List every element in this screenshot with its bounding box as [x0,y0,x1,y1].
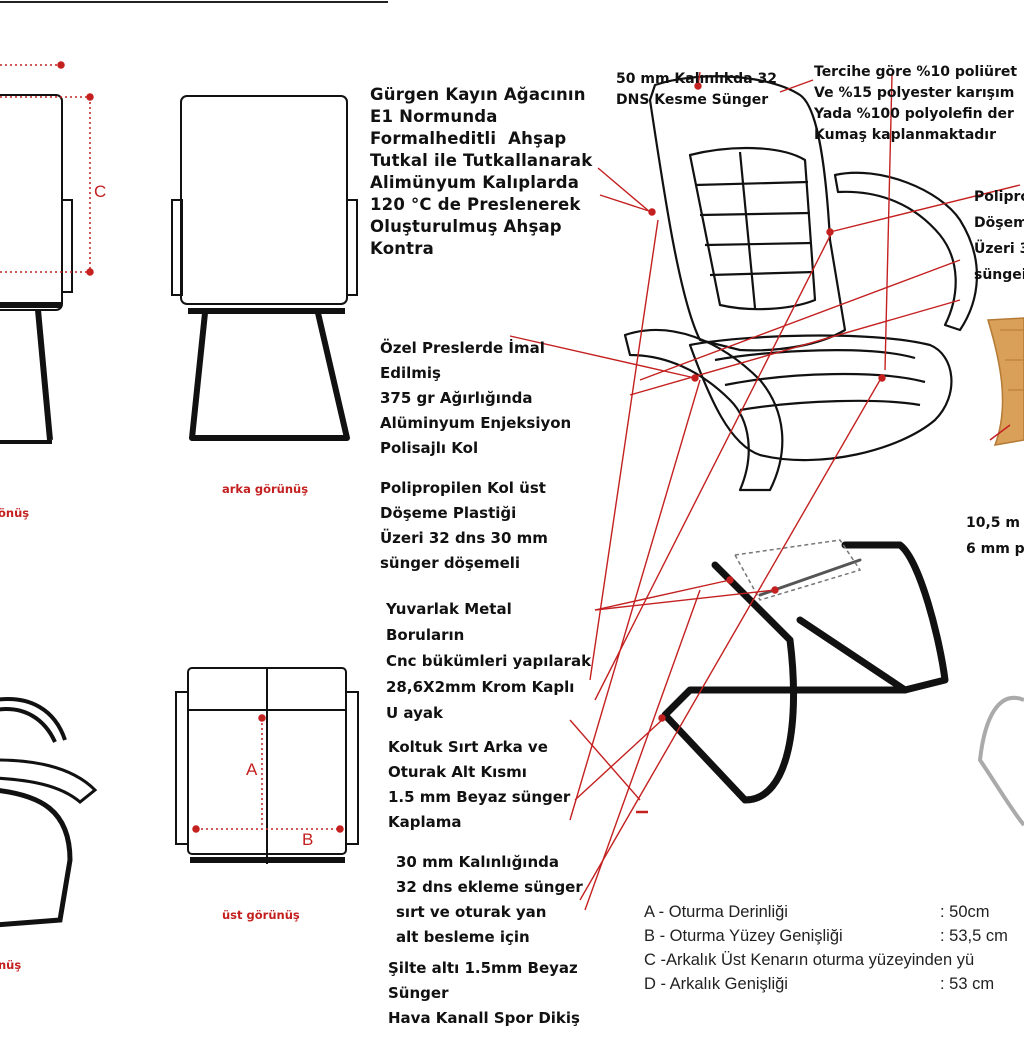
dimension-legend: A - Oturma Derinliği: 50cm B - Oturma Yü… [644,900,1024,996]
chair-technical-drawing [0,1,1024,928]
side-view-caption: nüş [0,958,22,972]
legend-row-a: A - Oturma Derinliği: 50cm [644,903,990,921]
top-view-caption: üst görünüş [222,908,300,922]
seat-plate [733,539,862,601]
u-leg [661,541,949,804]
chair-perspective [623,75,978,492]
chrome-leg [977,695,1024,827]
dimension-c [0,61,94,276]
plywood-sample [987,317,1024,446]
dimension-letter-b: B [302,830,314,849]
leader-lines [509,71,1021,911]
legend-row-b: B - Oturma Yüzey Genişliği: 53,5 cm [644,927,1008,945]
legend-row-d: D - Arkalık Genişliği: 53 cm [644,975,995,993]
legend-row-c: C -Arkalık Üst Kenarın oturma yüzeyinden… [644,951,975,969]
dimension-letter-c: C [94,182,107,201]
back-view-caption: arka görünüş [222,482,309,496]
dimension-letter-a: A [246,760,258,779]
dimension-a-b [192,714,344,833]
back-view [171,95,358,441]
top-view [175,667,359,864]
side-view [0,697,98,928]
front-view [0,94,73,444]
front-view-caption: önüş [0,506,30,520]
